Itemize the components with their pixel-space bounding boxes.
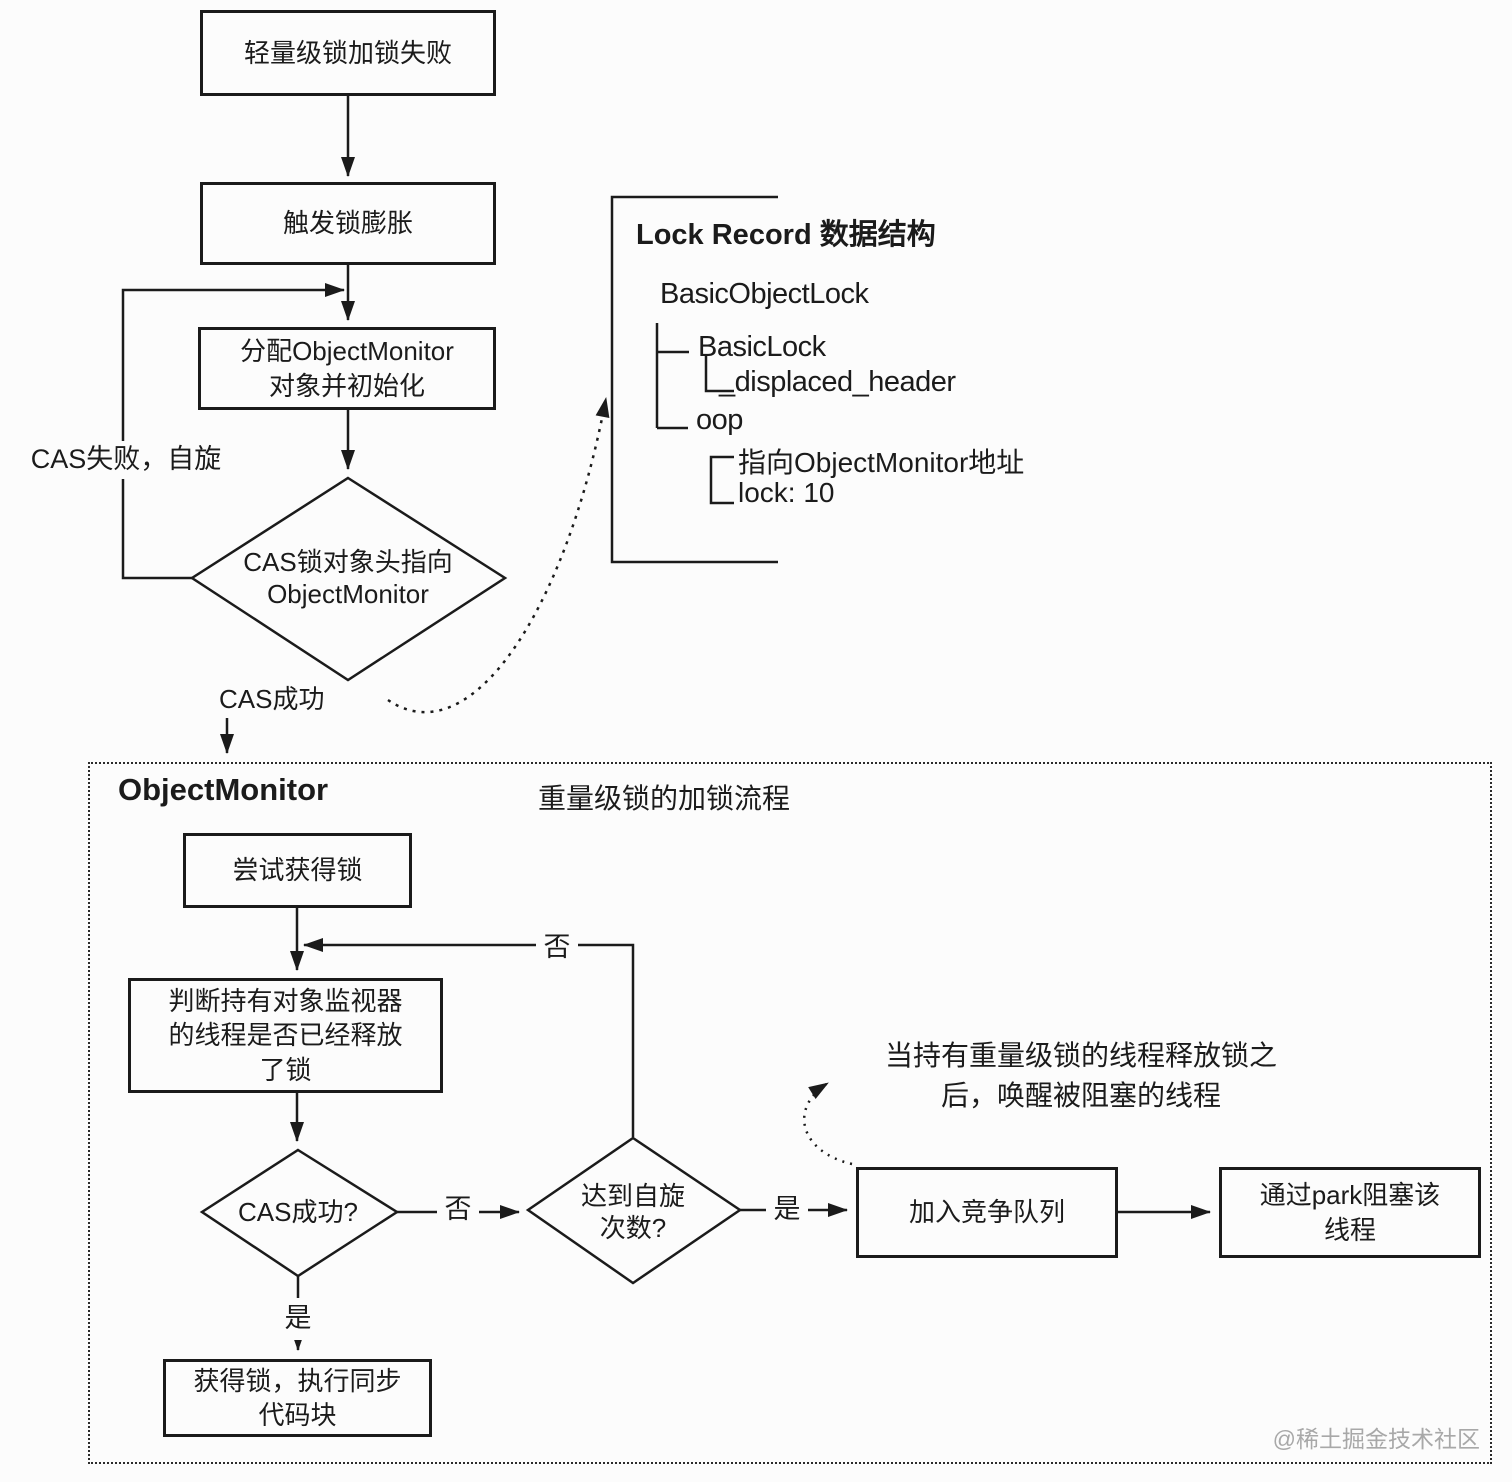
loop-cas-fail-spin [121,283,345,580]
edge-label-yes-down: 是 [277,1298,319,1340]
node-allocate-monitor: 分配ObjectMonitor 对象并初始化 [198,327,496,410]
lock-record-oop-pointer-note: 指向ObjectMonitor地址 [738,447,1025,478]
annotation-release-wakeup: 当持有重量级锁的线程释放锁之 后，唤醒被阻塞的线程 [884,1040,1277,1111]
edge-label-cas-fail-spin: CAS失败，自旋 [18,441,234,479]
edge-label-yes-right: 是 [766,1188,808,1232]
lock-record-oop: oop [696,404,743,436]
lock-record-root: BasicObjectLock [660,278,869,310]
node-join-queue: 加入竞争队列 [856,1167,1118,1258]
lock-record-bracket [610,195,778,564]
edge-label-cas-success: CAS成功 [219,684,325,714]
node-acquired-exec: 获得锁，执行同步 代码块 [163,1359,432,1437]
lock-record-title: Lock Record 数据结构 [636,219,936,251]
node-trigger-inflation: 触发锁膨胀 [200,182,496,265]
node-lightweight-fail: 轻量级锁加锁失败 [200,10,496,96]
diamond-spin-limit [525,1136,743,1285]
diamond-cas-header [189,476,508,682]
dotted-curve-annotation [802,1081,853,1166]
node-check-released: 判断持有对象监视器 的线程是否已经释放 了锁 [128,978,443,1093]
node-park-block: 通过park阻塞该 线程 [1219,1167,1481,1258]
tree-elbow-displaced [704,356,734,393]
node-try-acquire: 尝试获得锁 [183,833,412,908]
edge-label-no-mid: 否 [437,1188,479,1232]
objectmonitor-container [88,762,1492,1464]
loop-no-return [303,938,635,1137]
lock-record-basiclock: BasicLock [698,331,826,363]
dotted-curve-to-lock-record [387,397,610,714]
tree-bracket-oop-notes [709,455,734,505]
objectmonitor-title: ObjectMonitor [118,772,329,807]
watermark: @稀土掘金技术社区 [1272,1426,1480,1452]
heavyweight-lock-subtitle: 重量级锁的加锁流程 [538,783,791,814]
edge-label-no-loop: 否 [536,928,578,968]
lock-record-displaced-header: _displaced_header [719,366,956,398]
lock-record-oop-lock-note: lock: 10 [738,477,835,508]
